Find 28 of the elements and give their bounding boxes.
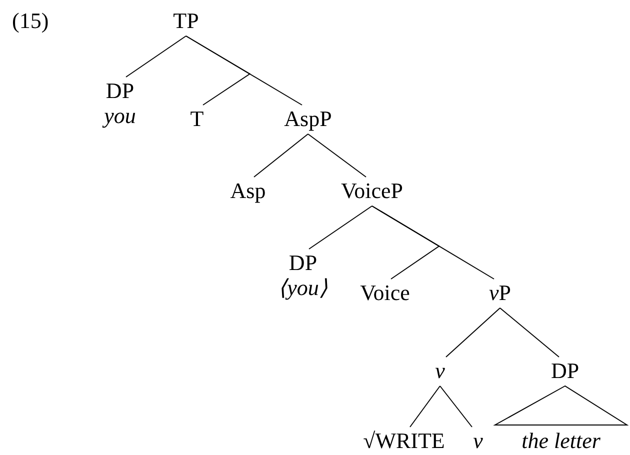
tree-branch: [500, 308, 560, 358]
node-label: v: [473, 428, 483, 453]
node-label: v: [435, 358, 445, 383]
example-number: (15): [12, 8, 49, 33]
tree-branch: [254, 134, 308, 178]
node-label: DP: [288, 250, 318, 275]
node-word: ⟨you⟩: [278, 275, 328, 300]
tree-branch: [308, 134, 366, 178]
tree-branch: [186, 36, 302, 106]
node-label: Asp: [230, 178, 266, 203]
node-label: Voice: [360, 280, 410, 305]
node-word: you: [104, 103, 136, 128]
triangle-branch: [493, 385, 629, 426]
tree-branch: [446, 308, 500, 358]
node-label: DP: [106, 78, 134, 103]
tree-branch: [308, 206, 372, 250]
node-label: vP: [489, 280, 511, 305]
node-label: T: [190, 106, 204, 131]
tree-branch: [410, 386, 440, 428]
node-label: TP: [173, 8, 199, 33]
node-label: VoiceP: [341, 178, 403, 203]
tree-branch: [126, 36, 186, 78]
tree-branch: [372, 206, 494, 280]
node-label: DP: [550, 358, 580, 383]
node-label: √WRITE: [363, 428, 445, 453]
node-label: the letter: [522, 428, 600, 453]
tree-branch: [440, 386, 472, 428]
node-label: AspP: [284, 106, 332, 131]
